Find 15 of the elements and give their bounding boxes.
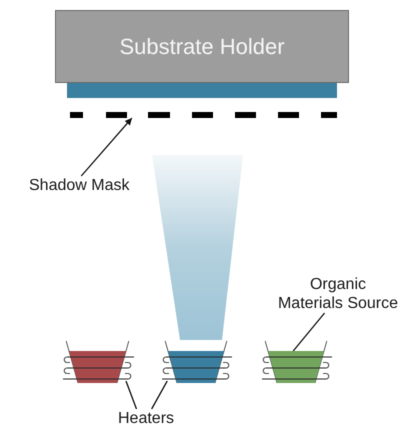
callout-label: Heaters: [118, 409, 174, 428]
callout-label: Shadow Mask: [29, 176, 130, 195]
vapor-plume: [152, 155, 243, 340]
callout-label: Organic Materials Source: [277, 275, 399, 313]
leader-line: [125, 380, 138, 410]
crucible-material: [268, 351, 324, 383]
leader-line: [151, 380, 168, 410]
shadow-mask: [70, 112, 337, 118]
leader-line: [292, 312, 326, 352]
substrate-layer: [67, 83, 337, 98]
leader-arrow: [80, 118, 132, 176]
substrate-holder: [55, 10, 349, 83]
holder-label: Substrate Holder: [119, 34, 285, 60]
crucible-material: [69, 351, 126, 383]
crucible-material: [168, 351, 224, 383]
